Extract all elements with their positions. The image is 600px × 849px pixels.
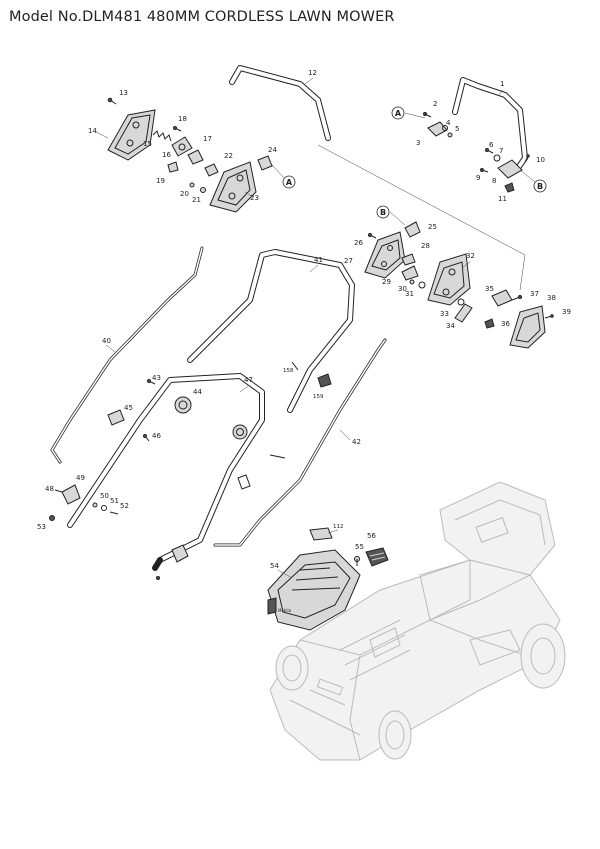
part-label-4: 4 [446, 119, 451, 127]
callout-b-top: B [533, 179, 547, 193]
part-label-39: 39 [562, 308, 571, 316]
left-clamp-assembly [107, 97, 287, 213]
callout-b-mid: B [376, 205, 390, 219]
part-label-10: 10 [536, 156, 545, 164]
part-label-36: 36 [501, 320, 510, 328]
part-label-9: 9 [476, 174, 480, 182]
part-label-53: 53 [37, 523, 46, 531]
part-label-3: 3 [416, 139, 420, 147]
part-label-28: 28 [421, 242, 430, 250]
page-title: Model No.DLM481 480MM CORDLESS LAWN MOWE… [9, 9, 395, 25]
part-label-33: 33 [440, 310, 449, 318]
part-label-37: 37 [530, 290, 539, 298]
svg-text:A: A [395, 109, 402, 118]
part-labels: 1 2 3 4 5 6 7 8 9 10 11 12 13 14 15 16 1… [37, 69, 571, 570]
battery-cover-group: Makita [267, 527, 389, 631]
part-label-41: 41 [314, 256, 323, 264]
small-parts [49, 361, 332, 580]
part-label-19: 19 [156, 177, 165, 185]
part-label-1: 1 [500, 80, 504, 88]
svg-text:A: A [286, 178, 293, 187]
part-label-26: 26 [354, 239, 363, 247]
part-label-7: 7 [499, 147, 503, 155]
part-label-52: 52 [120, 502, 129, 510]
part-label-55: 55 [355, 543, 364, 551]
leader-lines [95, 77, 504, 579]
part-label-14: 14 [88, 127, 97, 135]
part-label-13: 13 [119, 89, 128, 97]
cable-42 [213, 338, 387, 547]
part-label-38: 38 [547, 294, 556, 302]
part-label-24: 24 [268, 146, 277, 154]
part-label-34: 34 [446, 322, 455, 330]
part-label-15: 15 [143, 140, 152, 148]
part-label-158: 158 [283, 368, 294, 374]
part-label-45: 45 [124, 404, 133, 412]
part-label-6: 6 [489, 141, 494, 149]
part-label-27: 27 [344, 257, 353, 265]
part-label-12: 12 [308, 69, 317, 77]
part-label-29: 29 [382, 278, 391, 286]
part-label-18: 18 [178, 115, 187, 123]
upper-handle-1 [452, 77, 528, 171]
svg-text:Makita: Makita [278, 608, 292, 613]
part-label-16: 16 [162, 151, 171, 159]
part-label-51: 51 [110, 497, 119, 505]
part-label-40: 40 [102, 337, 111, 345]
part-label-17: 17 [203, 135, 212, 143]
part-label-31: 31 [405, 290, 414, 298]
lower-handle-47 [67, 373, 265, 571]
part-label-32: 32 [466, 252, 475, 260]
part-label-11: 11 [498, 195, 507, 203]
part-label-49: 49 [76, 474, 85, 482]
part-label-35: 35 [485, 285, 494, 293]
part-label-42: 42 [352, 438, 361, 446]
part-label-2: 2 [433, 100, 437, 108]
right-clamp-assembly [364, 211, 554, 349]
mower-outline [269, 481, 566, 761]
lower-handle-41 [187, 249, 355, 413]
svg-text:B: B [537, 182, 543, 191]
callout-a-left: A [391, 106, 405, 120]
part-label-44: 44 [193, 388, 202, 396]
part-label-25: 25 [428, 223, 437, 231]
part-label-112: 112 [333, 524, 344, 530]
part-label-30: 30 [398, 285, 407, 293]
part-label-22: 22 [224, 152, 233, 160]
part-label-159: 159 [313, 394, 324, 400]
part-label-50: 50 [100, 492, 109, 500]
part-label-20: 20 [180, 190, 189, 198]
svg-text:B: B [380, 208, 386, 217]
part-label-8: 8 [492, 177, 496, 185]
part-label-21: 21 [192, 196, 201, 204]
part-label-46: 46 [152, 432, 161, 440]
part-label-54: 54 [270, 562, 279, 570]
upper-handle-12 [229, 65, 331, 141]
part-label-56: 56 [367, 532, 376, 540]
part-label-43: 43 [152, 374, 161, 382]
right-top-assembly [404, 112, 536, 193]
part-label-23: 23 [250, 194, 259, 202]
part-label-47: 47 [244, 376, 253, 384]
part-label-48: 48 [45, 485, 54, 493]
part-label-5: 5 [455, 125, 459, 133]
callout-a-right: A [282, 175, 296, 189]
cable-40 [50, 246, 204, 464]
